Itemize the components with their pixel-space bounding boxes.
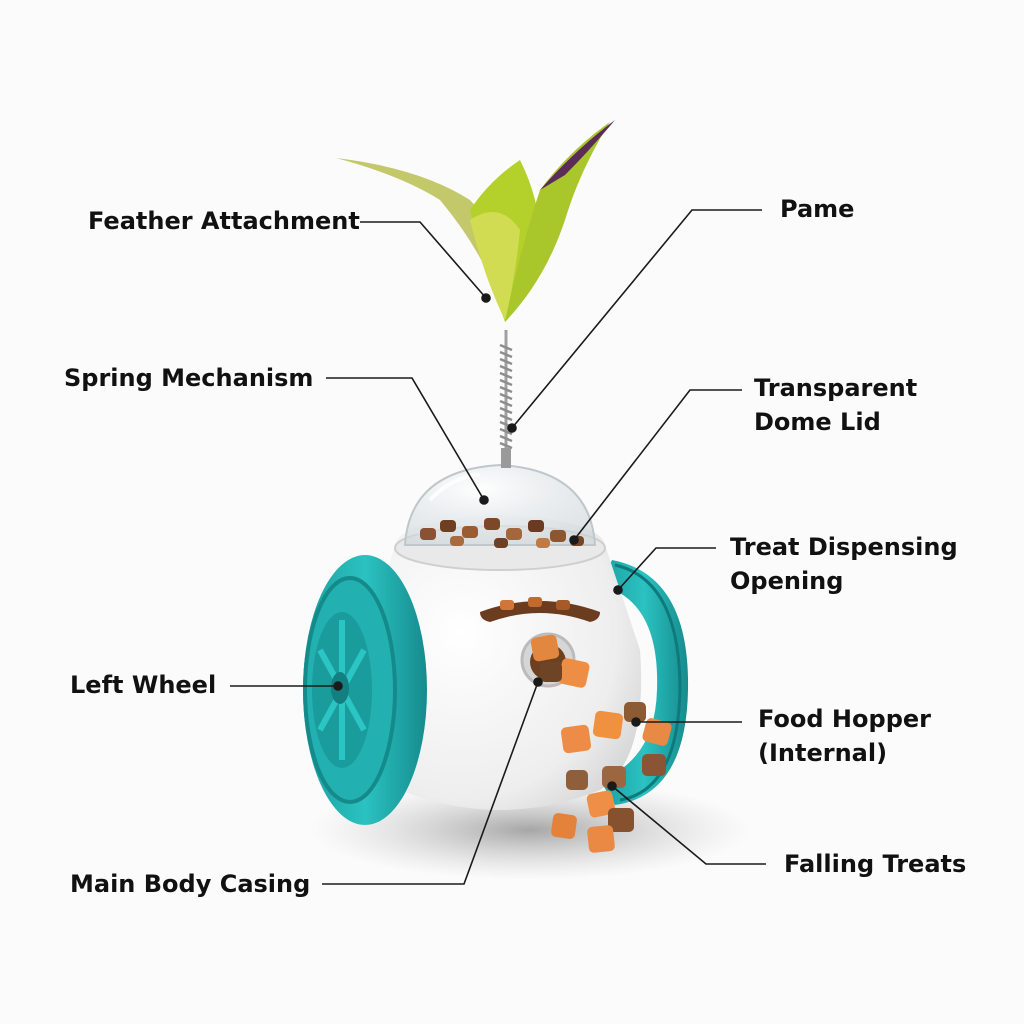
left-wheel [303, 555, 427, 825]
label-feather-attachment: Feather Attachment [88, 207, 360, 235]
ground-shadow [310, 780, 750, 880]
label-dome-line2: Dome Lid [754, 408, 881, 436]
label-left-wheel: Left Wheel [70, 671, 217, 699]
leader-spring [326, 377, 485, 501]
falling-treats [530, 634, 672, 853]
dome-lid [403, 463, 597, 548]
leader-main-body [322, 681, 539, 885]
leader-lines [230, 209, 766, 885]
label-hopper-line1: Food Hopper [758, 705, 931, 733]
leader-falling [611, 785, 766, 865]
label-pame: Pame [780, 195, 855, 223]
leader-opening [617, 547, 716, 591]
label-main-body-casing: Main Body Casing [70, 870, 311, 898]
label-opening-line1: Treat Dispensing [730, 533, 958, 561]
kibble-in-dome [420, 518, 584, 548]
label-food-hopper: Food Hopper (Internal) [758, 702, 931, 770]
label-spring-mechanism: Spring Mechanism [64, 364, 314, 392]
label-dome-line1: Transparent [754, 374, 918, 402]
leader-dome [573, 389, 742, 541]
label-transparent-dome-lid: Transparent Dome Lid [754, 371, 917, 439]
label-falling-treats: Falling Treats [784, 850, 967, 878]
leader-pame [511, 209, 762, 429]
label-hopper-line2: (Internal) [758, 739, 888, 767]
spring [499, 330, 513, 468]
label-opening-line2: Opening [730, 567, 844, 595]
leader-feather [360, 221, 487, 299]
label-treat-dispensing-opening: Treat Dispensing Opening [730, 530, 958, 598]
feather [336, 120, 615, 322]
